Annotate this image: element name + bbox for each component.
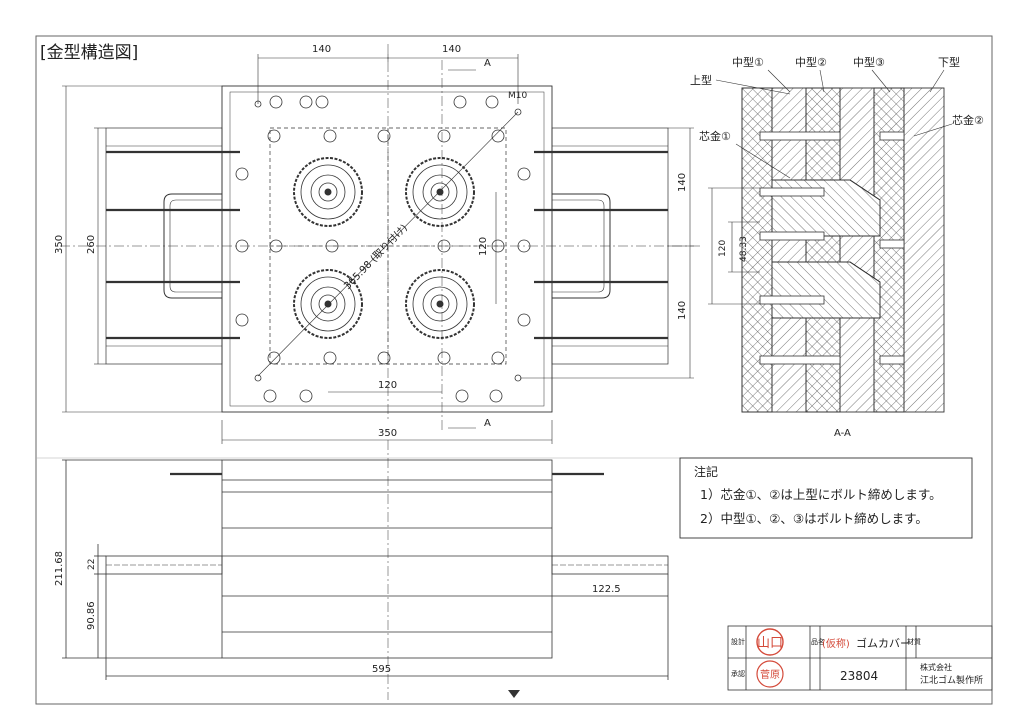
cavity-bottom-right: [405, 269, 475, 339]
tb-company-name: 江北ゴム製作所: [920, 674, 983, 686]
dim-front-122: 122.5: [592, 584, 621, 595]
dim-right-140-top: 140: [677, 173, 688, 192]
dim-m10: M10: [508, 91, 527, 101]
approval-stamp-top: 山口: [756, 628, 784, 656]
approval-stamp-bottom: 菅原: [756, 660, 784, 688]
tb-product-handwrite: (仮称): [822, 637, 850, 650]
dim-aa-120: 120: [718, 240, 728, 257]
cavity-bottom-left: [293, 269, 363, 339]
cavity-top-right: [405, 157, 475, 227]
label-middle-mold-2: 中型②: [795, 55, 827, 69]
dim-center-120: 120: [478, 237, 489, 256]
label-middle-mold-3: 中型③: [853, 55, 885, 69]
section-mark-bottom: A: [484, 418, 491, 429]
label-core-1: 芯金①: [699, 129, 731, 143]
dim-aa-48: 48.33: [739, 236, 749, 262]
dim-top-140-left: 140: [312, 44, 331, 55]
center-mark-icon: [508, 690, 520, 698]
cavity-top-left: [293, 157, 363, 227]
dim-bottom-120: 120: [378, 380, 397, 391]
dim-left-350: 350: [54, 235, 65, 254]
plan-dimension-lines: [62, 54, 694, 444]
tb-name-label: 品名: [811, 637, 825, 646]
section-view: [741, 87, 945, 413]
bolt-holes: [235, 95, 531, 403]
note-line-2: 2）中型①、②、③はボルト締めします。: [700, 511, 928, 526]
dim-top-140-right: 140: [442, 44, 461, 55]
dim-right-140-bottom: 140: [677, 301, 688, 320]
dim-front-90: 90.86: [86, 601, 97, 630]
section-caption: A-A: [834, 428, 851, 439]
tb-design-label: 設計: [731, 637, 745, 646]
section-mark-top: A: [484, 58, 491, 69]
dim-left-260: 260: [86, 235, 97, 254]
tb-drawing-no: 23804: [840, 669, 878, 683]
plan-view: [60, 44, 700, 432]
tb-product-name: ゴムカバー: [856, 636, 911, 650]
tb-approve-label: 承認: [731, 669, 745, 678]
front-view: [62, 440, 669, 700]
section-dimension-lines: [708, 69, 953, 305]
stamp-top-text: 山口: [757, 636, 783, 651]
label-core-2: 芯金②: [952, 113, 984, 127]
note-line-1: 1）芯金①、②は上型にボルト締めします。: [700, 487, 942, 502]
notes-heading: 注記: [694, 464, 718, 479]
tb-company-kind: 株式会社: [920, 662, 952, 672]
stamp-bottom-text: 菅原: [760, 669, 780, 681]
label-lower-mold: 下型: [938, 55, 960, 69]
dim-front-211: 211.68: [54, 551, 65, 586]
dim-diagonal-bolt: 365.98 (取り付け): [341, 221, 410, 292]
dim-bottom-350: 350: [378, 428, 397, 439]
dim-front-22: 22: [87, 559, 97, 570]
title-block: [727, 625, 993, 691]
sheet-border: [35, 35, 993, 705]
dim-front-595: 595: [372, 664, 391, 675]
tb-material-label: 材質: [907, 637, 921, 646]
notes-box: [679, 457, 973, 539]
label-middle-mold-1: 中型①: [732, 55, 764, 69]
drawing-title: [金型構造図]: [40, 43, 138, 63]
label-upper-mold: 上型: [690, 73, 712, 87]
